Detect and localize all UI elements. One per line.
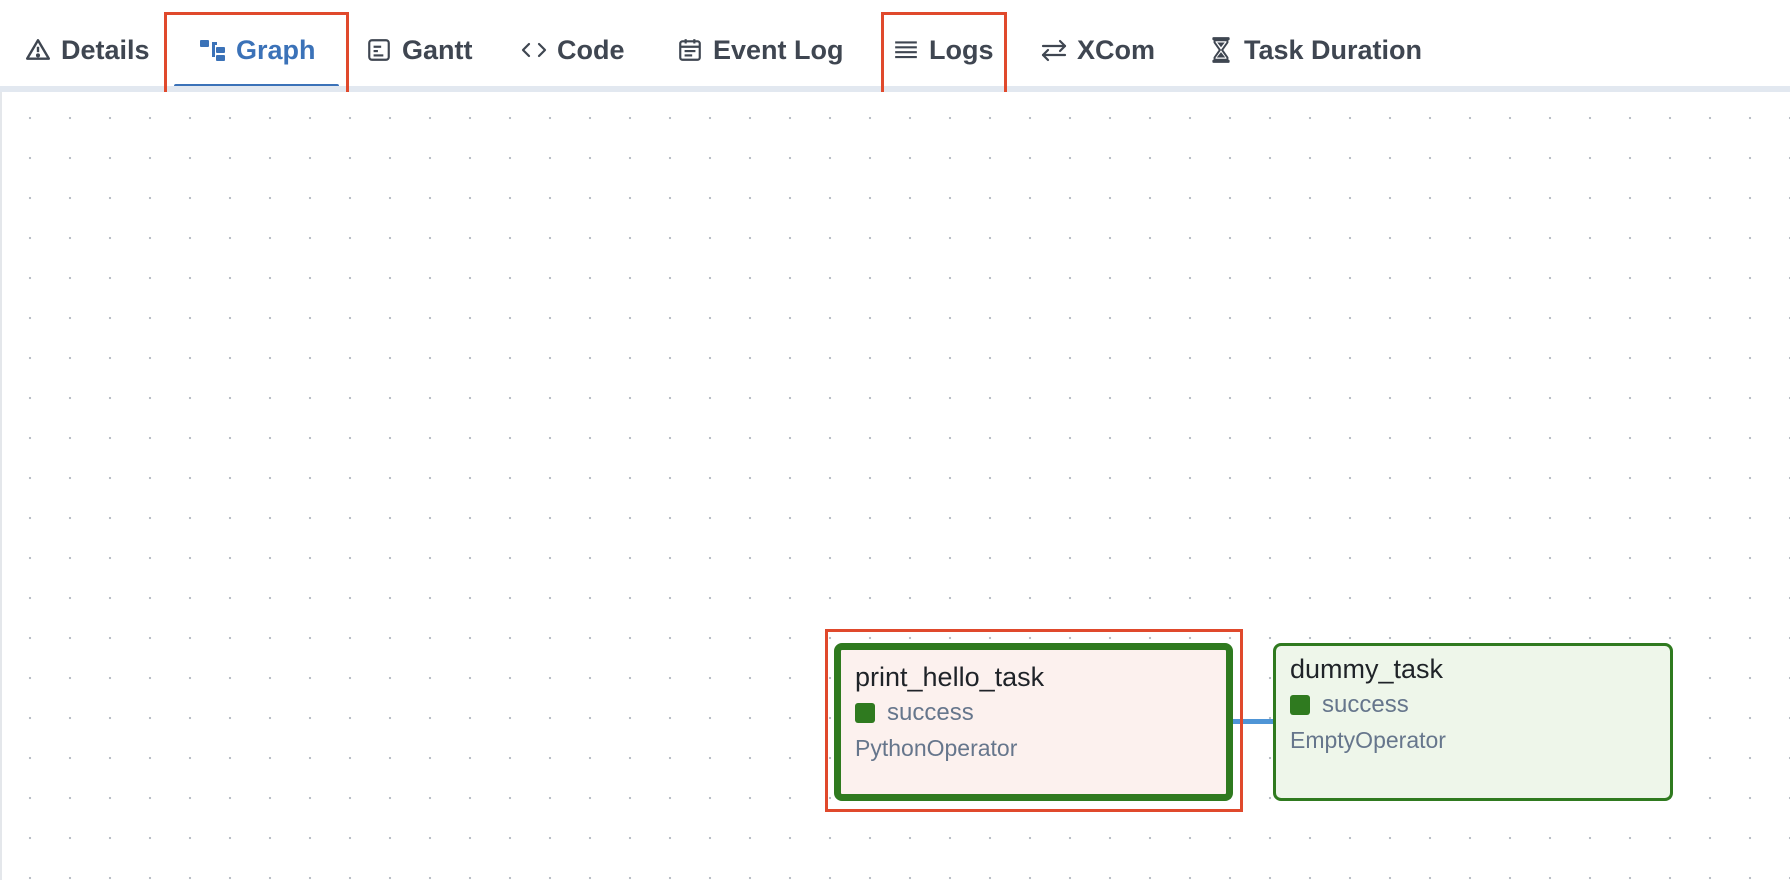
task-node-name: dummy_task	[1290, 654, 1444, 684]
code-icon	[520, 36, 548, 64]
task-node-operator: EmptyOperator	[1290, 727, 1446, 753]
tab-task-duration-label: Task Duration	[1244, 34, 1423, 65]
tab-graph-label: Graph	[236, 34, 316, 65]
dag-tab-bar: Details Graph Gantt	[0, 0, 1790, 89]
tab-gantt-label: Gantt	[402, 34, 473, 65]
tab-task-duration[interactable]: Task Duration	[1207, 26, 1422, 74]
tab-gantt[interactable]: Gantt	[365, 26, 473, 74]
task-node-status-label: success	[887, 699, 974, 726]
warning-triangle-icon	[24, 36, 52, 64]
tab-xcom[interactable]: XCom	[1040, 26, 1155, 74]
task-node-status-label: success	[1322, 691, 1409, 718]
tab-details-label: Details	[61, 34, 150, 65]
logs-icon	[892, 36, 920, 64]
success-status-icon	[1290, 695, 1310, 715]
tab-details[interactable]: Details	[24, 26, 150, 74]
tab-event-log[interactable]: Event Log	[676, 26, 844, 74]
success-status-icon	[855, 703, 875, 723]
tab-code[interactable]: Code	[520, 26, 625, 74]
tab-xcom-label: XCom	[1077, 34, 1156, 65]
graph-icon	[199, 36, 227, 64]
hourglass-icon	[1207, 36, 1235, 64]
task-node-name: print_hello_task	[855, 662, 1045, 692]
task-node-status: success	[1290, 689, 1656, 721]
tab-logs-label: Logs	[929, 34, 994, 65]
task-node-print-hello-task[interactable]: print_hello_task success PythonOperator	[834, 643, 1233, 801]
task-node-operator: PythonOperator	[855, 735, 1018, 761]
gantt-icon	[365, 36, 393, 64]
tab-bar-divider	[0, 86, 1790, 92]
task-node-dummy-task[interactable]: dummy_task success EmptyOperator	[1273, 643, 1673, 801]
task-node-status: success	[855, 697, 1212, 729]
calendar-icon	[676, 36, 704, 64]
graph-edge	[1233, 719, 1278, 724]
tab-graph[interactable]: Graph	[199, 26, 316, 74]
exchange-arrows-icon	[1040, 36, 1068, 64]
tab-code-label: Code	[557, 34, 625, 65]
tab-logs[interactable]: Logs	[892, 26, 994, 74]
tab-event-log-label: Event Log	[713, 34, 844, 65]
